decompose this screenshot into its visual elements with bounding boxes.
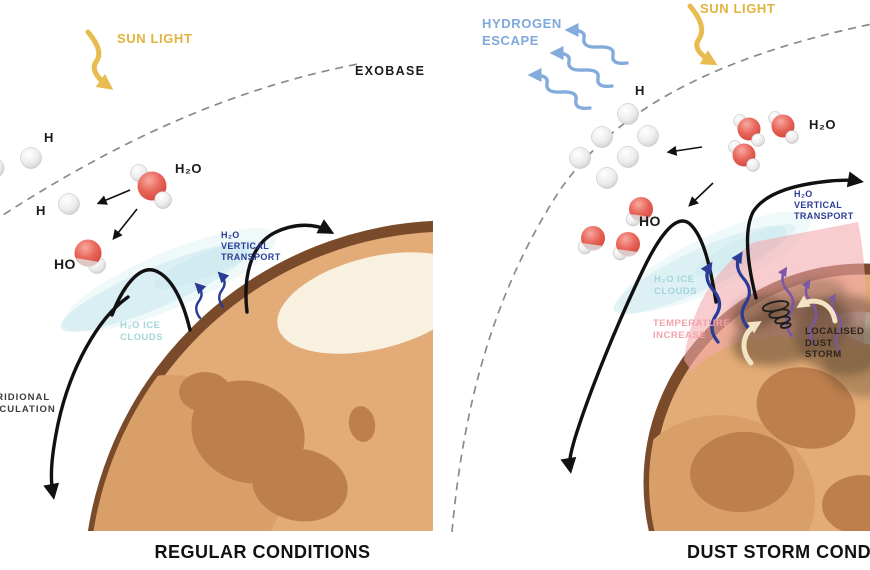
- circulation-outflow-arrow: [244, 219, 335, 314]
- dissociation-arrow: [666, 145, 703, 156]
- dark-patch: [179, 372, 231, 412]
- meridional-circulation-label: MERIDIONAL CIRCULATION: [0, 392, 56, 415]
- exobase-line: [451, 23, 870, 533]
- exobase-label: EXOBASE: [355, 64, 426, 78]
- ice-clouds-label: H₂O ICE CLOUDS: [654, 274, 698, 297]
- ho-label: HO: [54, 256, 76, 272]
- ho-molecule: [74, 239, 106, 274]
- h-atom-label: H: [635, 83, 645, 98]
- meridional-downwelling-arrow: [43, 295, 130, 500]
- polar-cap: [277, 252, 433, 354]
- sun-light-label: SUN LIGHT: [117, 31, 193, 46]
- right-panel-title: DUST STORM CONDITIONS: [687, 542, 870, 562]
- meridional-downwelling-arrow: [560, 219, 718, 474]
- right-panel-graphics: [451, 3, 870, 533]
- dark-patch: [690, 431, 794, 513]
- dust-storm-spiral-icon: [761, 300, 792, 329]
- localised-dust-storm-label: LOCALISED DUST STORM: [805, 326, 865, 360]
- storm-uplift-arrow: [796, 295, 838, 324]
- storm-uplift-arrow: [741, 321, 762, 366]
- sun-light-arrow: [687, 3, 718, 66]
- h-atom: [0, 159, 5, 177]
- hydrogen-escape-arrow: [570, 30, 627, 63]
- h-atom: [58, 193, 80, 215]
- ho-molecule: [612, 232, 640, 261]
- exobase-line: [0, 63, 359, 218]
- h2o-molecule: [733, 114, 765, 147]
- dark-patch: [252, 448, 348, 522]
- h2o-molecule: [130, 164, 172, 209]
- dark-patch: [756, 367, 856, 449]
- dark-patch: [348, 406, 376, 442]
- cloud-band: [613, 225, 787, 315]
- left-panel-title: REGULAR CONDITIONS: [154, 542, 371, 562]
- cloud-band: [154, 240, 256, 290]
- sun-light-label: SUN LIGHT: [700, 1, 776, 16]
- h2o-label: H₂O: [175, 161, 203, 176]
- ho-molecule: [625, 197, 653, 227]
- h-atom: [20, 147, 42, 169]
- dissociation-arrow: [96, 189, 131, 205]
- circulation-outflow-arrow: [745, 171, 864, 300]
- molecule-highlight: [76, 258, 99, 267]
- ice-clouds-label: H₂O ICE CLOUDS: [120, 320, 164, 343]
- circulation-hump: [110, 268, 192, 332]
- h2o-molecule: [768, 111, 799, 144]
- dissociation-arrow: [688, 182, 714, 207]
- vertical-transport-label: H₂O VERTICAL TRANSPORT: [221, 230, 281, 262]
- hydrogen-escape-label: HYDROGEN ESCAPE: [482, 16, 562, 48]
- left-panel-graphics: [0, 29, 433, 531]
- ho-label: HO: [639, 213, 661, 229]
- h2o-label: H₂O: [809, 117, 837, 132]
- hydrogen-escape-arrow: [533, 75, 590, 108]
- ho-molecule: [577, 226, 605, 255]
- h2o-molecule: [728, 140, 760, 172]
- h-atom-label: H: [44, 130, 54, 145]
- vertical-transport-label: H₂O VERTICAL TRANSPORT: [794, 189, 854, 221]
- dissociation-arrow: [112, 208, 138, 240]
- temperature-increase-label: TEMPERATURE INCREASE: [653, 318, 731, 341]
- dark-patch: [822, 475, 870, 531]
- sun-light-arrow: [85, 29, 114, 90]
- h-atom-label: H: [36, 203, 46, 218]
- hydrogen-escape-arrow: [555, 53, 612, 86]
- h-atom-cluster: [569, 103, 659, 189]
